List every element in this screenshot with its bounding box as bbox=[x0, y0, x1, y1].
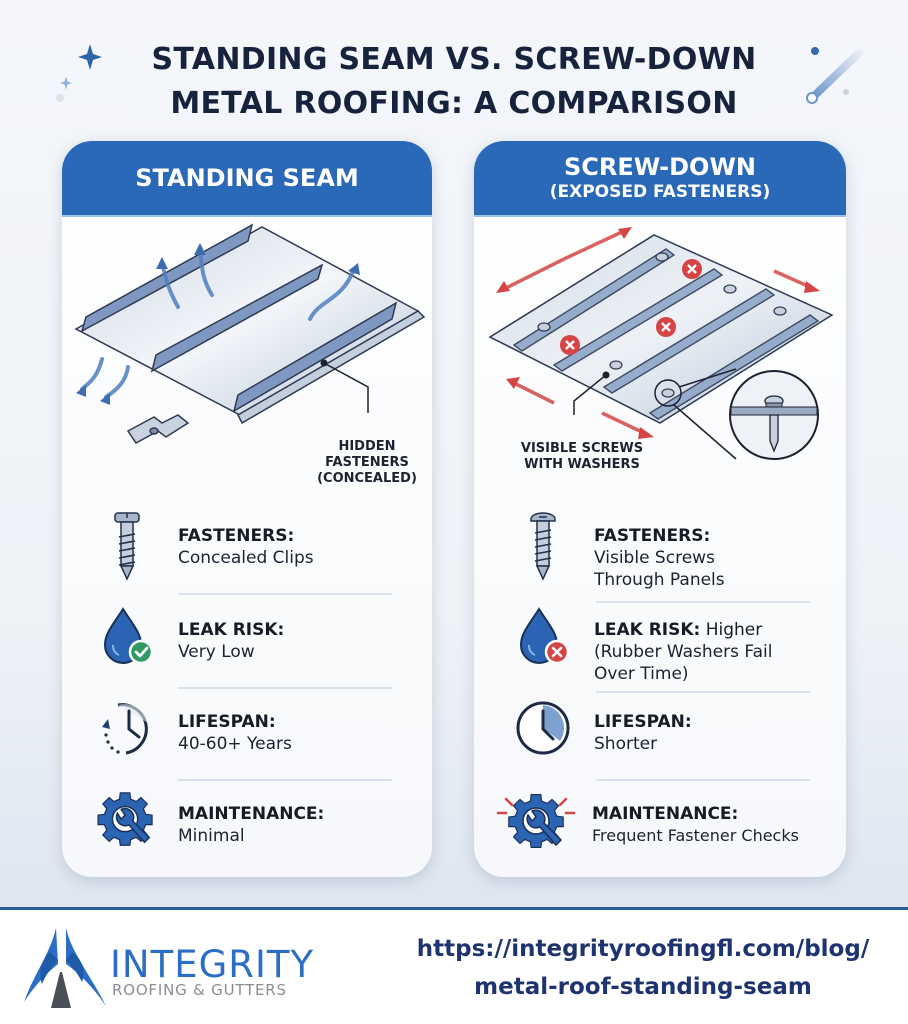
callout-line: VISIBLE SCREWS bbox=[520, 441, 644, 456]
callout-line: HIDDEN bbox=[338, 439, 396, 454]
card-title: SCREW-DOWN bbox=[563, 153, 756, 181]
feature-maintenance: MAINTENANCE: Frequent Fastener Checks bbox=[496, 789, 846, 859]
blog-url-link[interactable]: https://integrityroofingfl.com/blog/ met… bbox=[388, 930, 898, 1006]
divider bbox=[178, 593, 392, 595]
dot-decoration bbox=[811, 47, 819, 55]
card-subtitle: (EXPOSED FASTENERS) bbox=[549, 182, 771, 202]
gear-wrench-alert-icon bbox=[496, 789, 576, 859]
hidden-fasteners-callout: HIDDEN FASTENERS (CONCEALED) bbox=[302, 439, 432, 487]
card-title: STANDING SEAM bbox=[135, 164, 359, 192]
feature-label: LIFESPAN: bbox=[178, 712, 276, 732]
feature-maintenance: MAINTENANCE: Minimal bbox=[96, 789, 396, 859]
standing-seam-card: STANDING SEAM bbox=[62, 141, 432, 877]
feature-lifespan: LIFESPAN: 40-60+ Years bbox=[96, 697, 396, 767]
feature-label: FASTENERS: bbox=[178, 526, 295, 546]
leak-risk-label: LEAK RISK: bbox=[594, 620, 701, 640]
divider bbox=[596, 691, 810, 693]
screw-icon bbox=[96, 511, 158, 581]
feature-value: Concealed Clips bbox=[178, 548, 314, 568]
screw-down-card: SCREW-DOWN (EXPOSED FASTENERS) bbox=[474, 141, 846, 877]
feature-value: Very Low bbox=[178, 642, 255, 662]
title-line-2: METAL ROOFING: A COMPARISON bbox=[170, 86, 738, 121]
water-drop-x-icon bbox=[512, 605, 574, 675]
brand-tagline: ROOFING & GUTTERS bbox=[112, 981, 287, 999]
feature-leak-risk: LEAK RISK: Very Low bbox=[96, 605, 396, 675]
dot-decoration bbox=[56, 94, 64, 102]
feature-label: FASTENERS: bbox=[594, 526, 711, 546]
sparkle-icon bbox=[78, 44, 102, 70]
callout-line: WITH WASHERS bbox=[524, 457, 640, 472]
clock-history-icon bbox=[96, 697, 158, 767]
feature-value: 40-60+ Years bbox=[178, 734, 292, 754]
feature-label: MAINTENANCE: bbox=[592, 804, 739, 824]
leak-risk-level: Higher bbox=[700, 620, 763, 640]
url-line-2[interactable]: metal-roof-standing-seam bbox=[474, 974, 812, 1000]
integrity-logo-icon bbox=[24, 925, 106, 1008]
screw-icon bbox=[512, 511, 574, 581]
divider bbox=[178, 779, 392, 781]
water-drop-check-icon bbox=[96, 605, 158, 675]
feature-label: MAINTENANCE: bbox=[178, 804, 325, 824]
title-line-1: STANDING SEAM VS. SCREW-DOWN bbox=[151, 42, 757, 77]
page-title: STANDING SEAM VS. SCREW-DOWN METAL ROOFI… bbox=[0, 38, 908, 126]
feature-leak-risk: LEAK RISK: Higher (Rubber Washers Fail O… bbox=[512, 605, 842, 685]
feature-label: LEAK RISK: bbox=[178, 620, 285, 640]
footer: INTEGRITY ROOFING & GUTTERS https://inte… bbox=[0, 907, 908, 1024]
feature-fasteners: FASTENERS: Visible Screws Through Panels bbox=[512, 511, 842, 591]
feature-value: Minimal bbox=[178, 826, 245, 846]
feature-value: Shorter bbox=[594, 734, 658, 754]
divider bbox=[178, 687, 392, 689]
clock-icon bbox=[512, 697, 574, 767]
divider bbox=[596, 601, 810, 603]
feature-value: (Rubber Washers Fail bbox=[594, 642, 773, 662]
corrugated-panel-illustration bbox=[488, 227, 834, 460]
feature-value: Through Panels bbox=[594, 570, 725, 590]
feature-value: Over Time) bbox=[594, 664, 689, 684]
visible-screws-callout: VISIBLE SCREWS WITH WASHERS bbox=[502, 441, 662, 473]
feature-lifespan: LIFESPAN: Shorter bbox=[512, 697, 842, 767]
gear-wrench-icon bbox=[96, 789, 158, 859]
feature-label: LIFESPAN: bbox=[594, 712, 692, 732]
brand-name: INTEGRITY bbox=[110, 943, 315, 986]
sparkle-small-icon bbox=[60, 76, 72, 90]
standing-seam-header: STANDING SEAM bbox=[62, 141, 432, 217]
feature-value: Frequent Fastener Checks bbox=[592, 826, 799, 845]
dot-decoration bbox=[843, 89, 849, 95]
feature-label: LEAK RISK: Higher bbox=[594, 619, 772, 641]
callout-line: FASTENERS bbox=[325, 455, 409, 470]
callout-line: (CONCEALED) bbox=[317, 471, 417, 486]
feature-value: Visible Screws bbox=[594, 548, 715, 568]
feature-fasteners: FASTENERS: Concealed Clips bbox=[96, 511, 396, 581]
shooting-star-icon bbox=[806, 44, 868, 104]
standing-seam-panel-illustration bbox=[74, 223, 426, 444]
divider bbox=[596, 779, 810, 781]
url-line-1[interactable]: https://integrityroofingfl.com/blog/ bbox=[416, 936, 870, 962]
screw-down-header: SCREW-DOWN (EXPOSED FASTENERS) bbox=[474, 141, 846, 217]
